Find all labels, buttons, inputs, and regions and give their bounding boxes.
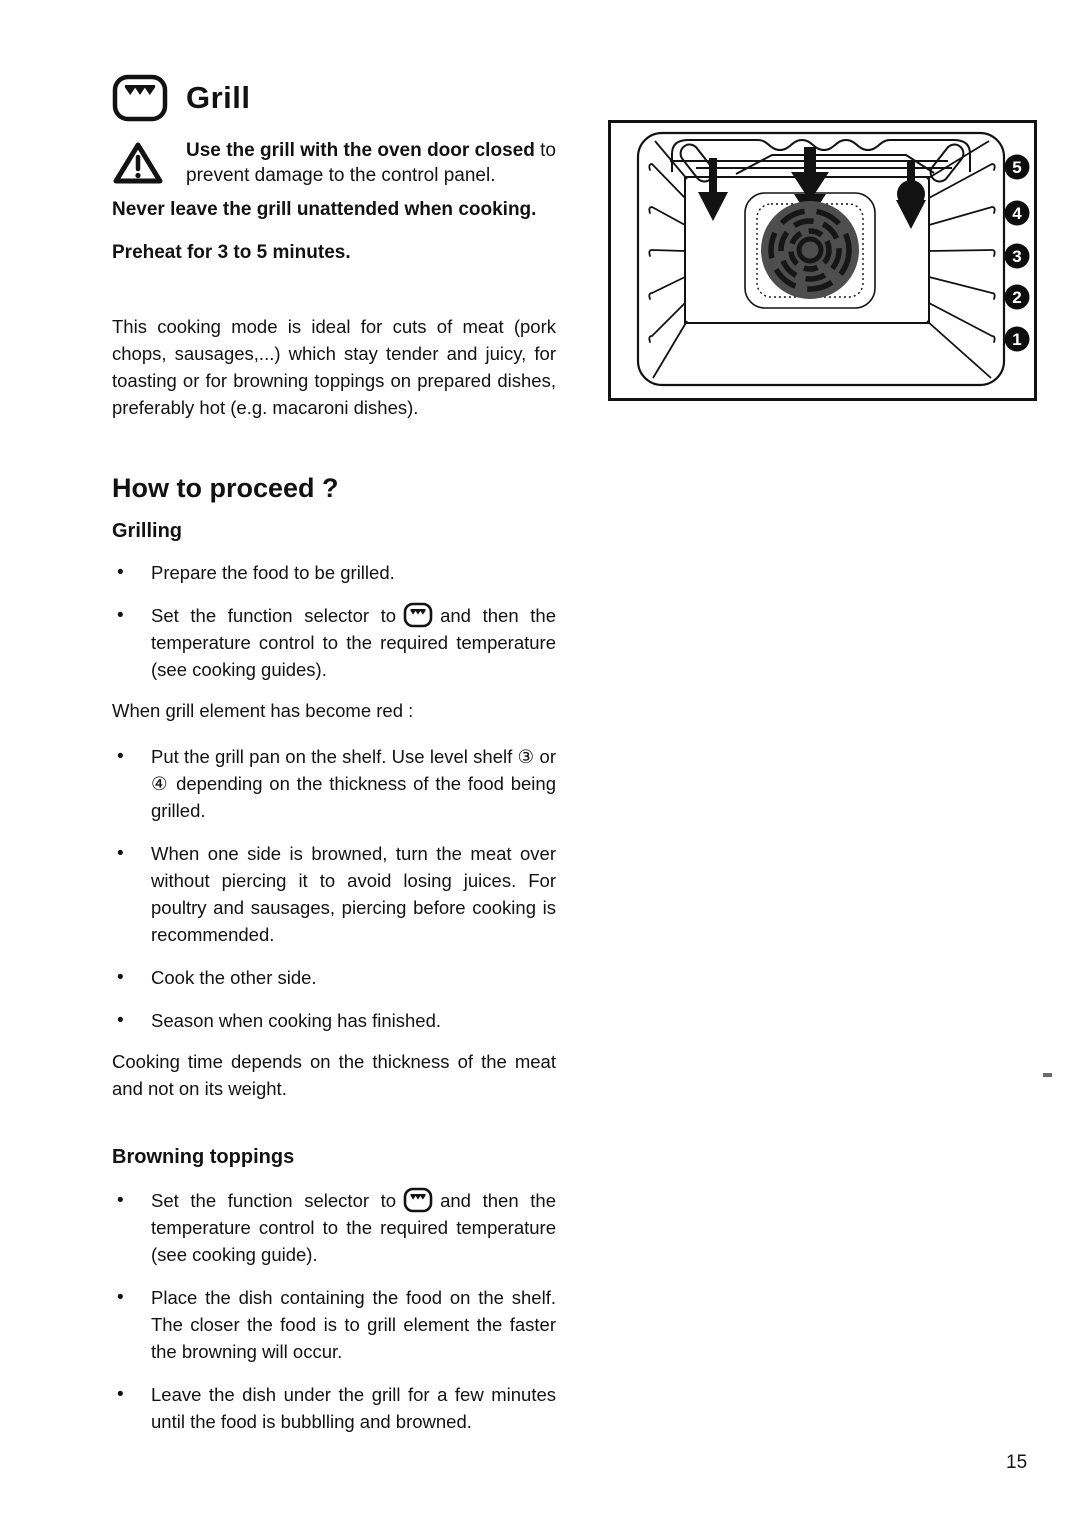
list-item: • When one side is browned, turn the mea…	[112, 840, 556, 948]
shelf-level-badge: 3	[1012, 247, 1021, 266]
bullet-text: When one side is browned, turn the meat …	[151, 842, 556, 945]
section-header-grill: Grill	[112, 74, 556, 122]
notice-never-leave: Never leave the grill unattended when co…	[112, 199, 537, 220]
bullet-marker: •	[117, 842, 124, 864]
subheading-grilling: Grilling	[112, 520, 182, 542]
bullet-marker: •	[117, 1009, 124, 1031]
text-column: Grill Use the grill with the oven door c…	[112, 74, 556, 1435]
warning-text: Use the grill with the oven door closed …	[186, 138, 556, 188]
bullet-marker: •	[117, 562, 124, 583]
bullet-text: Cook the other side.	[151, 966, 317, 988]
shelf-rails-right	[928, 163, 996, 343]
intro-paragraph: This cooking mode is ideal for cuts of m…	[112, 316, 556, 418]
bullet-text: Set the function selector to and then th…	[151, 1187, 556, 1268]
shelf-level-badge: 2	[1012, 288, 1021, 307]
grill-function-icon	[403, 1187, 433, 1212]
page-title: Grill	[186, 80, 251, 115]
subheading-browning-toppings: Browning toppings	[112, 1145, 295, 1168]
list-item: • Leave the dish under the grill for a f…	[112, 1381, 556, 1435]
text-before-icon: Set the function selector to	[151, 1189, 397, 1211]
list-item: • Put the grill pan on the shelf. Use le…	[112, 743, 556, 824]
bullet-text: Place the dish containing the food on th…	[151, 1286, 556, 1362]
oven-diagram: 5 4 3 2 1	[608, 120, 1037, 401]
margin-tick	[1043, 1073, 1052, 1077]
cooking-time-note: Cooking time depends on the thickness of…	[112, 1050, 556, 1099]
list-item: • Set the function selector to and then …	[112, 1187, 556, 1268]
oven-cavity-illustration: 5 4 3 2 1	[608, 120, 1037, 401]
page-number: 15	[1006, 1452, 1028, 1473]
text-after-icon: and then the temperature control to the …	[151, 1189, 557, 1265]
text-after-icon: and then the temperature control to the …	[151, 605, 557, 680]
list-item: • Prepare the food to be grilled.	[112, 559, 556, 586]
shelf-level-badge: 5	[1012, 158, 1021, 177]
notice-preheat: Preheat for 3 to 5 minutes.	[112, 242, 351, 263]
shelf-level-badges: 5 4 3 2 1	[1004, 154, 1030, 352]
list-item: • Place the dish containing the food on …	[112, 1284, 556, 1365]
list-item: • Set the function selector to and then …	[112, 602, 556, 683]
bullet-marker: •	[117, 1189, 124, 1211]
warning-block: Use the grill with the oven door closed …	[112, 138, 556, 188]
bullet-text: Leave the dish under the grill for a few…	[151, 1383, 556, 1432]
bullet-text: Season when cooking has finished.	[151, 1009, 442, 1031]
list-item: • Cook the other side.	[112, 964, 556, 991]
warning-triangle-icon	[113, 142, 163, 184]
bullet-text: Prepare the food to be grilled.	[151, 562, 395, 583]
bullet-text: Set the function selector to and then th…	[151, 602, 556, 683]
grill-function-icon	[403, 602, 433, 628]
shelf-rails-left	[648, 163, 686, 343]
grill-function-icon	[112, 74, 168, 122]
list-item: • Season when cooking has finished.	[112, 1007, 556, 1034]
text-before-icon: Set the function selector to	[151, 605, 397, 626]
bullet-marker: •	[117, 1383, 124, 1405]
shelf-level-badge: 1	[1012, 330, 1021, 349]
warning-text-bold: Use the grill with the oven door closed	[186, 140, 535, 161]
bullet-marker: •	[117, 1286, 124, 1308]
fan-icon	[761, 201, 859, 299]
warning-text-normal: to prevent damage to the control panel.	[186, 140, 556, 186]
when-red-line: When grill element has become red :	[112, 700, 414, 721]
shelf-level-badge: 4	[1012, 204, 1022, 223]
bullet-marker: •	[117, 605, 124, 626]
bullet-marker: •	[117, 745, 124, 767]
heading-how-to-proceed: How to proceed ?	[112, 473, 339, 503]
bullet-text: Put the grill pan on the shelf. Use leve…	[151, 745, 556, 821]
bullet-marker: •	[117, 966, 124, 988]
